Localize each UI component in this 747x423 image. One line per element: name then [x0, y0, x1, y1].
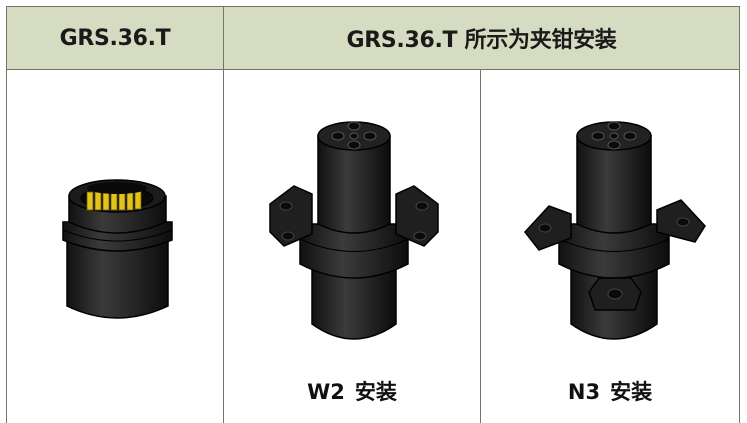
w2-code: W2: [307, 380, 345, 404]
n3-clamp-image: [524, 121, 706, 340]
header-model: GRS.36.T: [6, 6, 224, 70]
installation-table: GRS.36.T GRS.36.T 所示为夹钳安装: [6, 6, 740, 423]
cell-w2: W2 安装: [223, 69, 481, 423]
n3-caption: N3 安装: [481, 376, 739, 406]
w2-text: 安装: [354, 380, 397, 404]
cell-bearing: [6, 69, 224, 423]
n3-code: N3: [567, 380, 601, 404]
n3-text: 安装: [610, 380, 653, 404]
w2-clamp-image: [269, 121, 439, 340]
header-installation: GRS.36.T 所示为夹钳安装: [223, 6, 740, 70]
cell-n3: N3 安装: [480, 69, 740, 423]
w2-caption: W2 安装: [224, 376, 480, 406]
needle-bearing-image: [62, 179, 173, 319]
header-installation-label: GRS.36.T 所示为夹钳安装: [346, 28, 617, 53]
header-model-label: GRS.36.T: [59, 25, 171, 51]
